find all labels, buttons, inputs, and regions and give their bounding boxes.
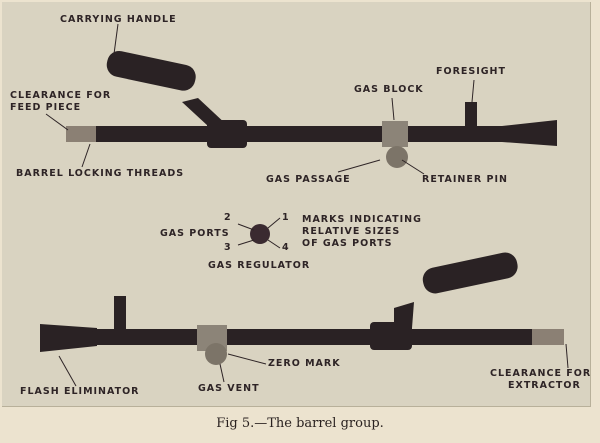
label-clearance-feed-2: FEED PIECE xyxy=(10,102,82,113)
label-port-2: 2 xyxy=(224,212,232,223)
leader-lines xyxy=(45,23,569,387)
label-gas-vent: GAS VENT xyxy=(198,383,260,394)
label-flash-eliminator: FLASH ELIMINATOR xyxy=(20,386,140,397)
bottom-barrel xyxy=(40,252,564,365)
label-gas-ports: GAS PORTS xyxy=(160,228,230,239)
label-port-4: 4 xyxy=(282,242,290,253)
label-zero-mark: ZERO MARK xyxy=(268,358,341,369)
label-marks-3: OF GAS PORTS xyxy=(302,238,393,249)
label-marks-1: MARKS INDICATING xyxy=(302,214,422,225)
label-gas-regulator: GAS REGULATOR xyxy=(208,260,311,271)
label-marks-2: RELATIVE SIZES xyxy=(302,226,401,237)
barrel-group-photo: CARRYING HANDLE CLEARANCE FOR FEED PIECE… xyxy=(2,2,591,407)
label-clearance-extractor-2: EXTRACTOR xyxy=(508,380,581,391)
label-port-3: 3 xyxy=(224,242,232,253)
gas-regulator-part xyxy=(250,224,270,244)
label-gas-block: GAS BLOCK xyxy=(354,84,424,95)
label-foresight: FORESIGHT xyxy=(436,66,506,77)
barrel-illustration xyxy=(40,23,569,387)
label-port-1: 1 xyxy=(282,212,290,223)
top-barrel xyxy=(66,50,557,168)
label-clearance-extractor-1: CLEARANCE FOR xyxy=(490,368,592,379)
label-clearance-feed-1: CLEARANCE FOR xyxy=(10,90,112,101)
label-carrying-handle: CARRYING HANDLE xyxy=(60,14,177,25)
label-gas-passage: GAS PASSAGE xyxy=(266,174,351,185)
label-barrel-locking-threads: BARREL LOCKING THREADS xyxy=(16,168,185,179)
figure-caption: Fig 5.—The barrel group. xyxy=(216,416,384,431)
label-retainer-pin: RETAINER PIN xyxy=(422,174,508,185)
